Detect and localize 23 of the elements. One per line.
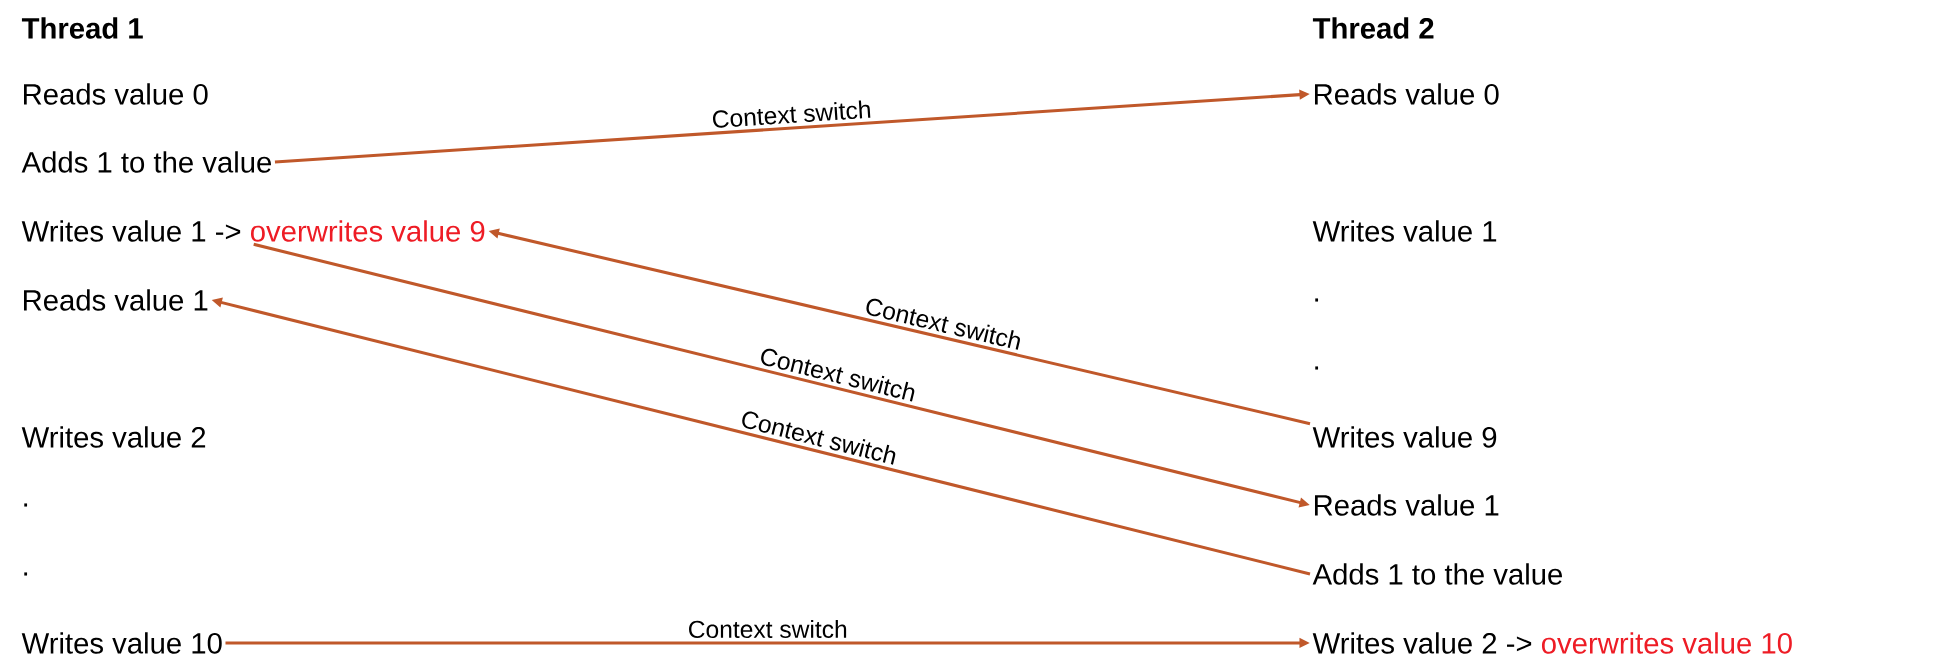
text-line: .: [1315, 366, 1319, 370]
text-line: .: [24, 503, 28, 507]
column-heading: Thread 2: [1312, 17, 1434, 39]
text-line: Writes value 2 -> overwrites value 10: [1312, 632, 1792, 654]
text-line: Writes value 9: [1312, 426, 1497, 448]
edge-label: Context switch: [742, 411, 896, 465]
edge-label: Context switch: [866, 298, 1020, 350]
edge-label: Context switch: [761, 348, 915, 402]
column-heading: Thread 1: [21, 17, 143, 39]
text-line: Reads value 0: [24, 83, 208, 105]
text-line: Reads value 0: [1315, 83, 1499, 105]
text-line: .: [1315, 298, 1319, 302]
text-line: Writes value 1 -> overwrites value 9: [21, 220, 485, 242]
text-line: Writes value 1: [1312, 220, 1497, 242]
text-line: Writes value 2: [21, 426, 206, 448]
text-line: Adds 1 to the value: [21, 151, 271, 173]
text-line: Writes value 10: [21, 632, 222, 654]
text-line: Reads value 1: [24, 289, 208, 311]
text-line: Adds 1 to the value: [1312, 563, 1562, 585]
edge-label: Context switch: [713, 100, 871, 128]
text-line: Reads value 1: [1315, 494, 1499, 516]
edge-label: Context switch: [689, 620, 847, 639]
text-line: .: [24, 572, 28, 576]
